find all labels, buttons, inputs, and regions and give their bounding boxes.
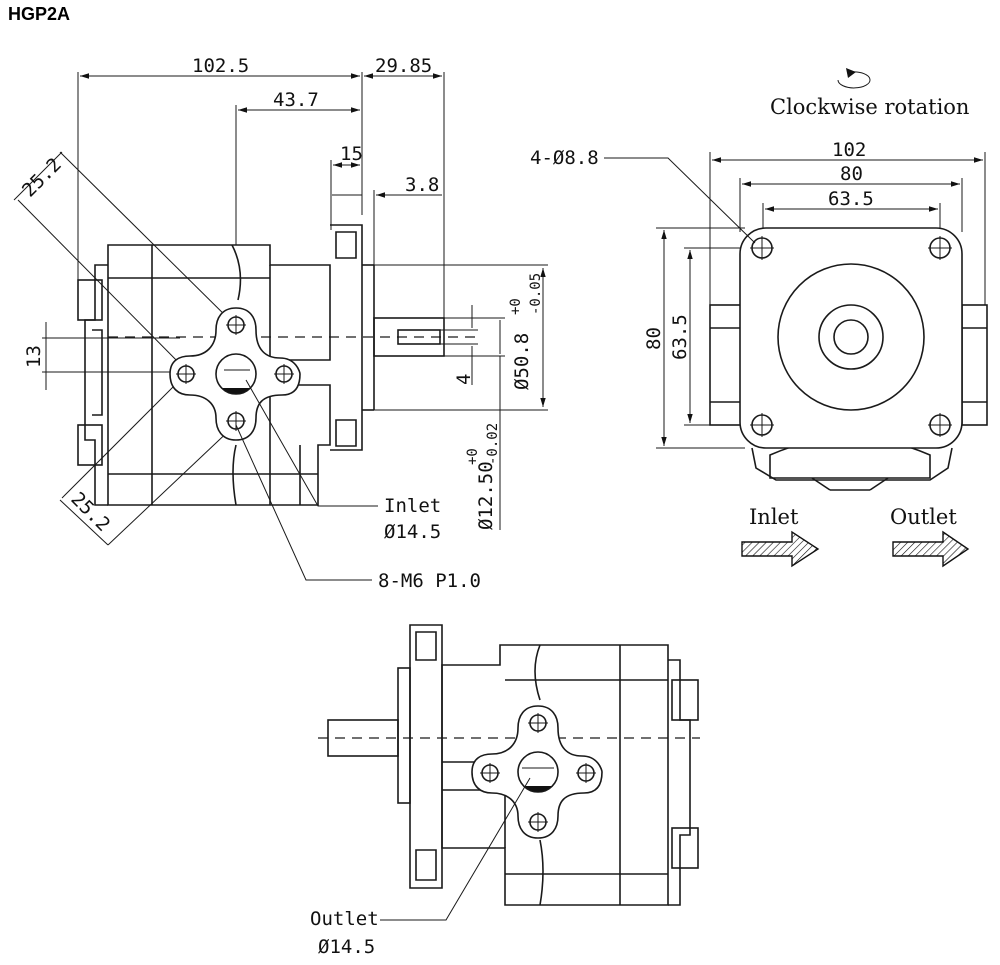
dim-shaft-tol-up: +0	[465, 448, 481, 465]
dim-pilot-length: 15	[340, 143, 363, 165]
bottom-view: Outlet Ø14.5	[310, 624, 700, 958]
screws-label: 8-M6 P1.0	[378, 570, 481, 592]
inlet-diameter: Ø14.5	[384, 521, 441, 543]
dim-width-outer: 102	[832, 139, 866, 161]
dim-flange-length: 29.85	[375, 55, 432, 77]
dim-port-center: 43.7	[273, 89, 319, 111]
front-view: Clockwise rotation 102 80 63.5 80 63.5	[530, 68, 988, 568]
side-view: 102.5 29.85 43.7 15 3.8 25.2 25.2 13	[13, 55, 548, 592]
inlet-arrow-label: Inlet	[749, 505, 799, 529]
dim-width-mid: 80	[840, 163, 863, 185]
dim-pilot-tol-low: -0.05	[528, 273, 544, 315]
drawing-title: HGP2A	[8, 4, 70, 24]
inlet-label: Inlet	[384, 495, 441, 517]
dim-pilot-diameter: Ø50.8	[511, 333, 533, 390]
outlet-label: Outlet	[310, 908, 379, 930]
inlet-arrow-icon	[741, 530, 820, 568]
dim-overall-length: 102.5	[192, 55, 249, 77]
dim-shoulder: 3.8	[405, 174, 439, 196]
dim-shaft-diameter: Ø12.50	[475, 461, 497, 530]
holes-label: 4-Ø8.8	[530, 147, 599, 169]
outlet-diameter: Ø14.5	[318, 936, 375, 958]
dim-shaft-tol-low: -0.02	[485, 423, 501, 465]
outlet-arrow-label: Outlet	[890, 505, 957, 529]
outlet-arrow-icon	[892, 530, 970, 568]
dim-key-width: 4	[453, 374, 475, 385]
dim-port-offset: 13	[23, 345, 45, 368]
rotation-label: Clockwise rotation	[770, 95, 969, 119]
dim-diagonal-top: 25.2	[18, 154, 66, 202]
dim-width-inner: 63.5	[828, 188, 874, 210]
dim-height-outer: 80	[643, 327, 665, 350]
clockwise-rotation-icon	[837, 68, 871, 89]
dim-pilot-tol-up: +0	[508, 298, 524, 315]
dim-height-inner: 63.5	[669, 314, 691, 360]
